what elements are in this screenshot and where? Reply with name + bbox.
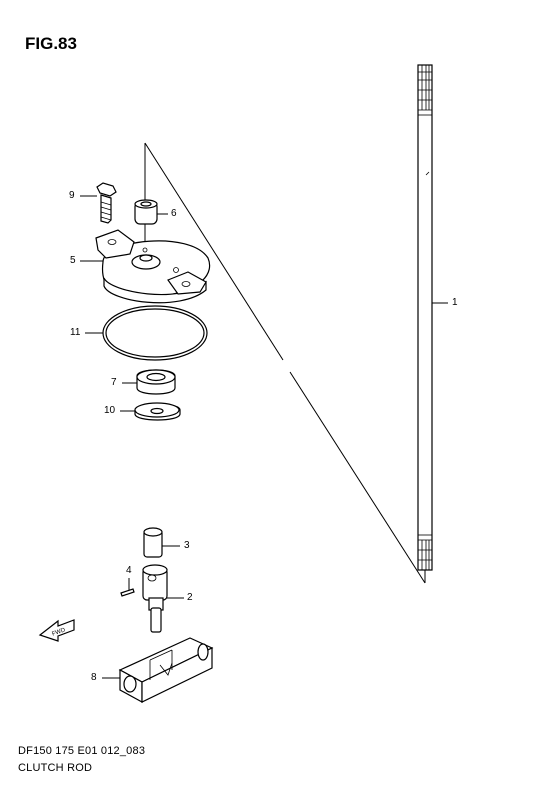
bearing-part: [122, 369, 176, 395]
figure-title: FIG.83: [25, 34, 77, 53]
callout-2: 2: [187, 592, 193, 603]
figure-name: CLUTCH ROD: [18, 762, 93, 774]
o-ring-part: [85, 305, 208, 361]
fwd-arrow: FWD: [38, 619, 75, 642]
bolt-part: [80, 182, 117, 224]
callout-9: 9: [69, 190, 75, 201]
callout-1: 1: [452, 297, 458, 308]
cover-plate-part: [80, 229, 211, 304]
callout-8: 8: [91, 672, 97, 683]
coupler-shaft-part: [142, 564, 184, 633]
clutch-shifter-part: [102, 637, 214, 704]
clutch-rod-part: [417, 64, 448, 571]
bushing-part: [134, 199, 168, 225]
pin-part: [120, 578, 135, 597]
callout-7: 7: [111, 377, 117, 388]
washer-part: [120, 402, 181, 421]
callout-10: 10: [104, 405, 116, 416]
callout-11: 11: [70, 327, 81, 338]
callout-6: 6: [171, 208, 177, 219]
fwd-arrow-label: FWD: [51, 627, 67, 638]
callout-5: 5: [70, 255, 76, 266]
figure-code: DF150 175 E01 012_083: [18, 745, 146, 757]
callout-3: 3: [184, 540, 190, 551]
sleeve-part: [143, 527, 180, 558]
callout-4: 4: [126, 565, 132, 576]
assembly-guide-lines: [144, 142, 426, 584]
